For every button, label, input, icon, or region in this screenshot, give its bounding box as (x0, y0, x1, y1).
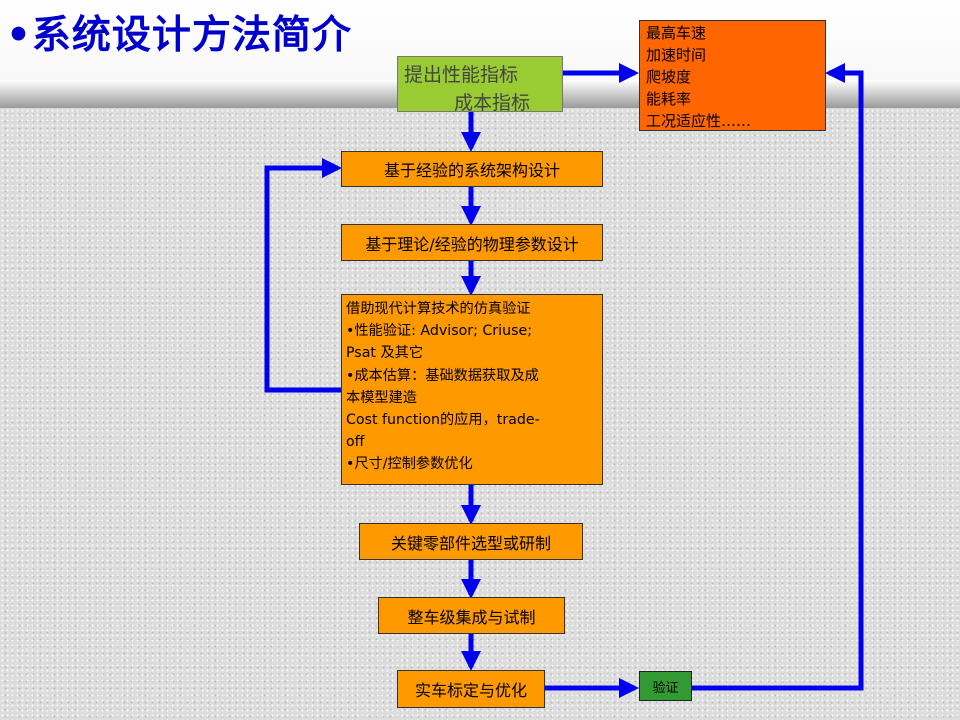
architecture-design-box: 基于经验的系统架构设计 (341, 151, 603, 187)
simulation-line-7: off (346, 434, 365, 451)
indicators-box: 最高车速 加速时间 爬坡度 能耗率 工况适应性…… (639, 20, 826, 131)
indicator-acceleration: 加速时间 (646, 46, 707, 64)
verification-box: 验证 (639, 671, 692, 701)
physical-parameter-box: 基于理论/经验的物理参数设计 (341, 224, 603, 261)
simulation-line-6: Cost function的应用，trade- (346, 412, 540, 429)
arrow-verify-to-indicators (692, 63, 864, 691)
indicator-energy-consumption: 能耗率 (646, 90, 692, 108)
simulation-line-3: Psat 及其它 (346, 345, 424, 362)
indicator-top-speed: 最高车速 (646, 24, 707, 42)
simulation-line-2: •性能验证: Advisor; Criuse; (346, 323, 532, 340)
cost-label: 成本指标 (454, 92, 531, 114)
indicator-gradeability: 爬坡度 (646, 68, 692, 86)
simulation-line-5: 本模型建造 (346, 389, 417, 406)
performance-cost-box: 提出性能指标 成本指标 (397, 56, 563, 114)
slide-title: •系统设计方法简介 (6, 12, 352, 58)
simulation-line-1: 借助现代计算技术的仿真验证 (346, 301, 531, 317)
arrow-feedback-loop (264, 158, 342, 393)
performance-label: 提出性能指标 (404, 64, 519, 86)
vehicle-integration-box: 整车级集成与试制 (378, 597, 565, 634)
vehicle-calibration-box: 实车标定与优化 (397, 670, 545, 708)
component-selection-box: 关键零部件选型或研制 (359, 523, 583, 560)
simulation-line-4: •成本估算：基础数据获取及成 (346, 367, 539, 384)
indicator-condition-adaptability: 工况适应性…… (646, 112, 752, 130)
simulation-line-8: •尺寸/控制参数优化 (346, 456, 473, 473)
simulation-verification-box: 借助现代计算技术的仿真验证 •性能验证: Advisor; Criuse; Ps… (341, 294, 603, 485)
